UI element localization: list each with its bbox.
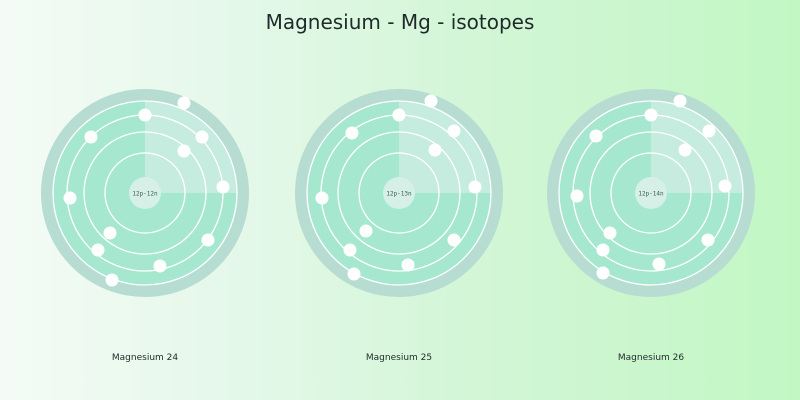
electron-group xyxy=(63,96,230,287)
isotope-caption-mg24: Magnesium 24 xyxy=(111,353,179,363)
atom-svg: 12p-14n e xyxy=(547,89,755,297)
electron-group xyxy=(570,94,732,280)
electron xyxy=(91,243,105,257)
electron xyxy=(596,266,610,280)
quadrant-top-right xyxy=(399,101,491,193)
nucleus-label: 12p-13n xyxy=(386,191,412,198)
electron xyxy=(195,130,209,144)
orbit-shell-1 xyxy=(104,152,186,234)
electron xyxy=(345,126,359,140)
electron xyxy=(63,191,77,205)
electron xyxy=(589,129,603,143)
electron xyxy=(201,233,215,247)
electron xyxy=(468,180,482,194)
electron xyxy=(652,257,666,271)
orbit-shell-1 xyxy=(610,152,692,234)
electron xyxy=(603,226,617,240)
electron xyxy=(343,243,357,257)
orbit-outer-ring xyxy=(558,100,744,286)
electron xyxy=(644,108,658,122)
electron xyxy=(347,267,361,281)
orbit-shell-2 xyxy=(337,131,461,255)
orbit-shell-2 xyxy=(589,131,713,255)
electron xyxy=(570,189,584,203)
electron xyxy=(359,224,373,238)
nucleus-label: 12p-12n xyxy=(132,191,158,198)
electron xyxy=(177,144,191,158)
electron xyxy=(424,94,438,108)
quadrant-top-right xyxy=(651,101,743,193)
electron xyxy=(177,96,191,110)
electron xyxy=(678,143,692,157)
electron-group xyxy=(315,94,482,281)
nucleus-label: 12p-14n xyxy=(638,191,664,198)
orbit-outer-ring xyxy=(306,100,492,286)
nucleus xyxy=(383,177,415,209)
orbit-shell-1 xyxy=(358,152,440,234)
electron xyxy=(447,124,461,138)
electron xyxy=(216,180,230,194)
electron xyxy=(103,226,117,240)
electron xyxy=(105,273,119,287)
electron xyxy=(596,243,610,257)
atom-svg: 12p-13n e xyxy=(295,89,503,297)
electron xyxy=(153,259,167,273)
isotope-caption-mg25: Magnesium 25 xyxy=(365,353,433,363)
electron xyxy=(315,191,329,205)
electron xyxy=(447,233,461,247)
quadrant-top-right xyxy=(145,101,237,193)
electron xyxy=(428,143,442,157)
electron xyxy=(673,94,687,108)
nucleus xyxy=(129,177,161,209)
atom-diagram-mg26: 12p-14n e xyxy=(546,88,756,298)
orbit-outer-ring xyxy=(52,100,238,286)
orbit-shell-2 xyxy=(83,131,207,255)
electron xyxy=(392,108,406,122)
electron xyxy=(702,124,716,138)
electron xyxy=(401,258,415,272)
electron xyxy=(701,233,715,247)
electron xyxy=(138,108,152,122)
atom-diagram-mg25: 12p-13n e xyxy=(294,88,504,298)
electron xyxy=(718,179,732,193)
atom-diagram-mg24: 12p-12n e xyxy=(40,88,250,298)
nucleus xyxy=(635,177,667,209)
page-title: Magnesium - Mg - isotopes xyxy=(265,10,535,34)
isotope-caption-mg26: Magnesium 26 xyxy=(617,353,685,363)
atom-svg: 12p-12n e xyxy=(41,89,249,297)
electron xyxy=(84,130,98,144)
